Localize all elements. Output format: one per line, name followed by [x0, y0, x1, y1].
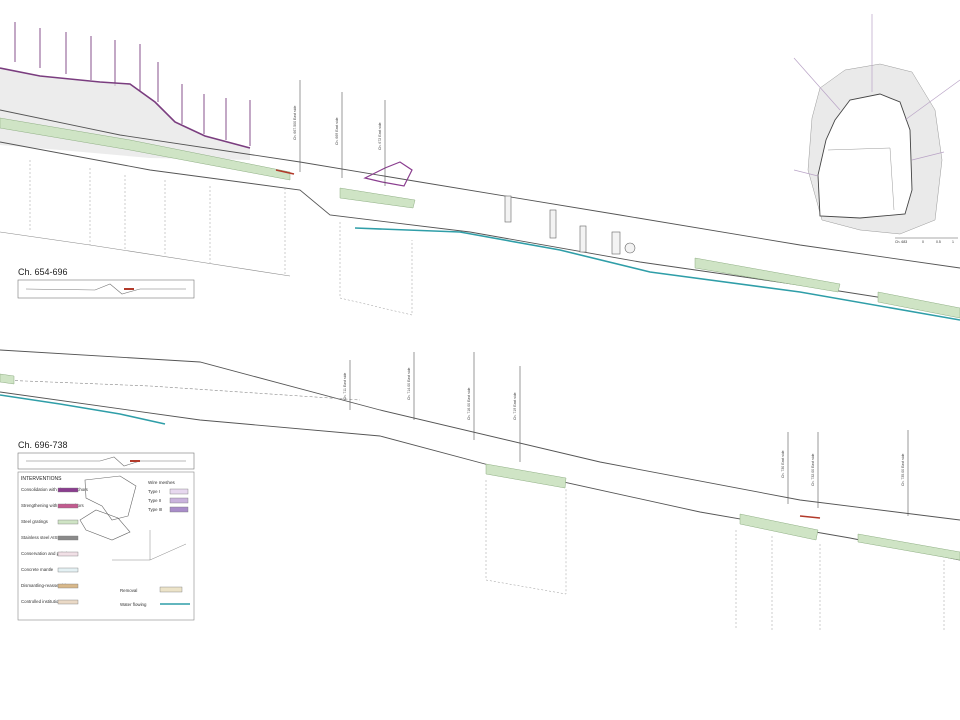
cross-section-rays — [793, 14, 960, 177]
legend-item-swatch — [57, 503, 79, 509]
top-section: Ch. 667.500 East side Ch. 669 East side … — [0, 22, 960, 321]
legend-title: INTERVENTIONS — [21, 476, 62, 482]
grating-top-1 — [0, 117, 291, 181]
water-flow-bottom — [0, 394, 166, 425]
scale-tick-1: 0.5 — [936, 240, 941, 244]
legend-item-swatch — [57, 551, 79, 557]
legend-item-label: Steel gratings — [21, 519, 49, 524]
consolidation-top — [363, 161, 413, 187]
mesh-label: Type II — [148, 498, 161, 503]
section-label-top: Ch. 654-696 — [18, 267, 68, 277]
key-plan-top — [17, 279, 195, 299]
legend-item-label: Strengthening with rock anchors — [21, 503, 85, 508]
legend-item-swatch — [57, 599, 79, 605]
mesh-items: Type I Type II Type III — [148, 488, 189, 513]
legend-item-swatch — [57, 487, 79, 493]
rock-outline-top — [0, 67, 251, 149]
bottom-section: Ch. 711 East side Ch. 714.00 East side C… — [0, 349, 960, 630]
legend-item-label: Concrete mantle — [21, 567, 54, 572]
legend-axes — [112, 530, 187, 561]
legend-item-swatch — [57, 535, 79, 541]
chainage-mark-bottom-3: Ch. 716.00 East side — [467, 387, 471, 420]
scale-tick-0: 0 — [922, 240, 924, 244]
chainage-mark-top-3: Ch. 672 East side — [378, 122, 382, 150]
tunnel-upper-line-top — [0, 109, 960, 269]
extra-label: Removal — [120, 588, 137, 593]
water-flow-top — [354, 227, 960, 321]
chainage-mark-bottom-1: Ch. 711 East side — [343, 373, 347, 400]
legend-item-label: Dismantling-reassemblage — [21, 583, 74, 588]
cross-section-void — [817, 93, 913, 219]
red-mark-top — [275, 169, 295, 175]
projection-lines-bottom — [485, 480, 945, 630]
legend-item-swatch — [57, 583, 79, 589]
chainage-ticks-bottom — [349, 352, 909, 516]
cross-section-ch-label: Ch. 683 — [895, 240, 907, 244]
chainage-mark-bottom-7: Ch. 735.00 East side — [901, 453, 905, 486]
grating-top-4 — [877, 291, 960, 319]
removal-swatch — [159, 586, 183, 593]
chainage-mark-bottom-4: Ch. 719 East side — [513, 392, 517, 420]
column-features-top — [504, 195, 636, 255]
mesh-label: Type III — [148, 507, 162, 512]
chainage-ticks-top — [299, 80, 386, 186]
tunnel-bottom-line-top — [0, 231, 291, 277]
legend-item-label: Consolidation with pins or anchors — [21, 487, 89, 492]
chainage-mark-bottom-6: Ch. 732.00 East side — [811, 453, 815, 486]
mesh-label: Type I — [148, 489, 160, 494]
legend-item-swatch — [57, 519, 79, 525]
projection-lines-top — [29, 160, 413, 316]
grating-bottom-3 — [739, 513, 819, 541]
chainage-mark-bottom-2: Ch. 714.00 East side — [407, 367, 411, 400]
top-vertical-markers — [14, 22, 251, 146]
chainage-mark-top-1: Ch. 667.500 East side — [293, 106, 297, 140]
tunnel-cross-section: Ch. 683 0 0.5 1 — [793, 14, 960, 244]
legend-items: Consolidation with pins or anchorsStreng… — [21, 487, 89, 605]
key-plan-bottom — [17, 452, 195, 470]
mesh-swatch — [169, 506, 189, 513]
extra-label: Water flowing — [120, 602, 147, 607]
chainage-mark-bottom-5: Ch. 730 East side — [781, 450, 785, 478]
chainage-mark-top-2: Ch. 669 East side — [335, 117, 339, 145]
meshes-title: Wire meshes — [148, 480, 176, 485]
tunnel-bottom-line-bottom — [0, 379, 361, 401]
legend: INTERVENTIONS Consolidation with pins or… — [17, 471, 195, 621]
legend-item-label: Stainless steel AISI316 — [21, 535, 66, 540]
cross-section-scale: Ch. 683 0 0.5 1 — [895, 237, 958, 244]
mesh-swatch — [169, 497, 189, 504]
scale-tick-2: 1 — [952, 240, 954, 244]
grating-bottom-2 — [485, 463, 567, 489]
cross-section-line — [827, 147, 895, 211]
grating-bottom-4 — [857, 533, 960, 561]
mesh-swatch — [169, 488, 189, 495]
legend-item-label: Conservation and pointing — [21, 551, 73, 556]
legend-item-label: Controlled institution — [21, 599, 61, 604]
grating-top-3 — [694, 257, 841, 293]
section-label-bottom: Ch. 696-738 — [18, 440, 68, 450]
grating-top-2 — [339, 187, 416, 209]
legend-item-swatch — [57, 567, 79, 573]
legend-sketch-1 — [84, 475, 137, 521]
legend-sketch-2 — [79, 509, 131, 541]
grating-bottom-1 — [0, 373, 15, 385]
tunnel-upper-line-bottom — [0, 349, 960, 521]
red-mark-bottom — [799, 515, 821, 519]
